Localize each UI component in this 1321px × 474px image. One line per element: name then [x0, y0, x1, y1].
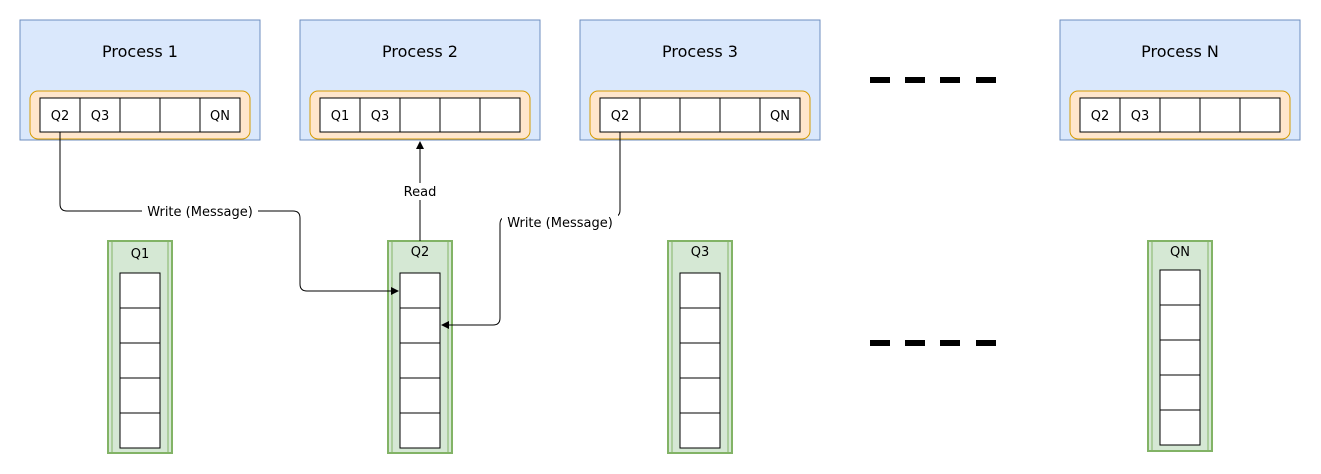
process-n-slot-1: Q2: [1091, 109, 1110, 124]
queue-q1-title: Q1: [131, 247, 150, 262]
edge-p3-write-q2: Write (Message): [441, 132, 621, 329]
process-n-slots: Q2 Q3: [1079, 97, 1281, 133]
queue-qn[interactable]: QN: [1147, 240, 1213, 452]
process-1-slot-5: QN: [210, 109, 230, 124]
process-1-slot-2: Q3: [91, 109, 110, 124]
process-1-title: Process 1: [102, 42, 178, 61]
edge-p3-write-label: Write (Message): [507, 216, 613, 231]
process-2-slots: Q1 Q3: [319, 97, 521, 133]
process-3-slot-5: QN: [770, 109, 790, 124]
process-1-slot-1: Q2: [51, 109, 70, 124]
queue-qn-title: QN: [1170, 245, 1190, 260]
process-2-title: Process 2: [382, 42, 458, 61]
edge-read-label: Read: [404, 185, 437, 200]
process-2-slot-2: Q3: [371, 109, 390, 124]
process-3-title: Process 3: [662, 42, 738, 61]
queue-q1[interactable]: Q1: [107, 240, 173, 454]
process-n-title: Process N: [1141, 42, 1219, 61]
process-1[interactable]: Process 1 Q2 Q3 QN: [19, 19, 261, 141]
edge-p1-write-label: Write (Message): [147, 205, 253, 220]
process-3-slots: Q2 QN: [599, 97, 801, 133]
edge-p1-write-q2: Write (Message): [59, 132, 399, 295]
process-3-slot-1: Q2: [611, 109, 630, 124]
process-n-slot-2: Q3: [1131, 109, 1150, 124]
queue-qn-cells: [1159, 269, 1201, 446]
process-3[interactable]: Process 3 Q2 QN: [579, 19, 821, 141]
queue-q2-cells: [399, 272, 441, 449]
queue-q3-cells: [679, 272, 721, 449]
edge-q2-read-p2: Read: [402, 141, 438, 241]
process-1-slots: Q2 Q3 QN: [39, 97, 241, 133]
process-n[interactable]: Process N Q2 Q3: [1059, 19, 1301, 141]
queue-q2-title: Q2: [411, 245, 430, 260]
process-2[interactable]: Process 2 Q1 Q3: [299, 19, 541, 141]
process-2-slot-1: Q1: [331, 109, 350, 124]
queue-q3[interactable]: Q3: [667, 240, 733, 454]
queue-q2[interactable]: Q2: [387, 240, 453, 454]
queue-q3-title: Q3: [691, 245, 710, 260]
queue-q1-cells: [119, 272, 161, 449]
